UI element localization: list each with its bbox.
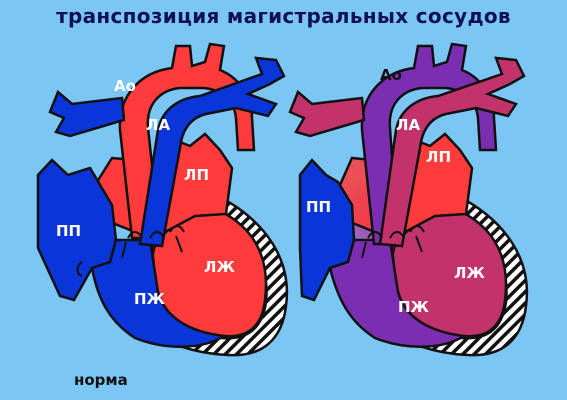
transposition-label-left-ventricle: ЛЖ <box>454 264 485 282</box>
normal-label-right-ventricle: ПЖ <box>134 290 166 308</box>
normal-label-left-ventricle: ЛЖ <box>204 258 235 276</box>
transposition-label-right-atrium: ПП <box>306 198 331 216</box>
transposition-label-pulmonary-artery: ЛА <box>396 116 420 134</box>
transposition-pulmonary-artery <box>378 56 526 248</box>
normal-pulmonary-branch <box>48 89 126 138</box>
transposition-right-ventricle <box>328 238 468 348</box>
normal-label-pulmonary-artery: ЛА <box>146 116 170 134</box>
normal-pulmonary-artery <box>138 56 286 248</box>
normal-heart: Ао ЛА ЛП ПП ЛЖ ПЖ <box>36 42 289 357</box>
transposition-label-left-atrium: ЛП <box>426 148 451 166</box>
transposition-valve-lines <box>361 225 425 265</box>
normal-right-ventricle <box>90 238 228 348</box>
transposition-label-aorta: Ао <box>380 66 402 84</box>
transposition-heart: Ао ЛА ЛП ПП ЛЖ ПЖ <box>288 42 529 357</box>
normal-valve-lines <box>121 225 185 265</box>
normal-right-atrium-curve <box>76 261 83 277</box>
transposition-left-branch <box>288 89 366 138</box>
normal-caption: норма <box>74 371 128 389</box>
normal-label-aorta: Ао <box>114 77 136 95</box>
normal-label-right-atrium: ПП <box>56 222 81 240</box>
figure-title: транспозиция магистральных сосудов <box>56 4 511 28</box>
transposition-label-right-ventricle: ПЖ <box>398 298 430 316</box>
normal-label-left-atrium: ЛП <box>184 166 209 184</box>
